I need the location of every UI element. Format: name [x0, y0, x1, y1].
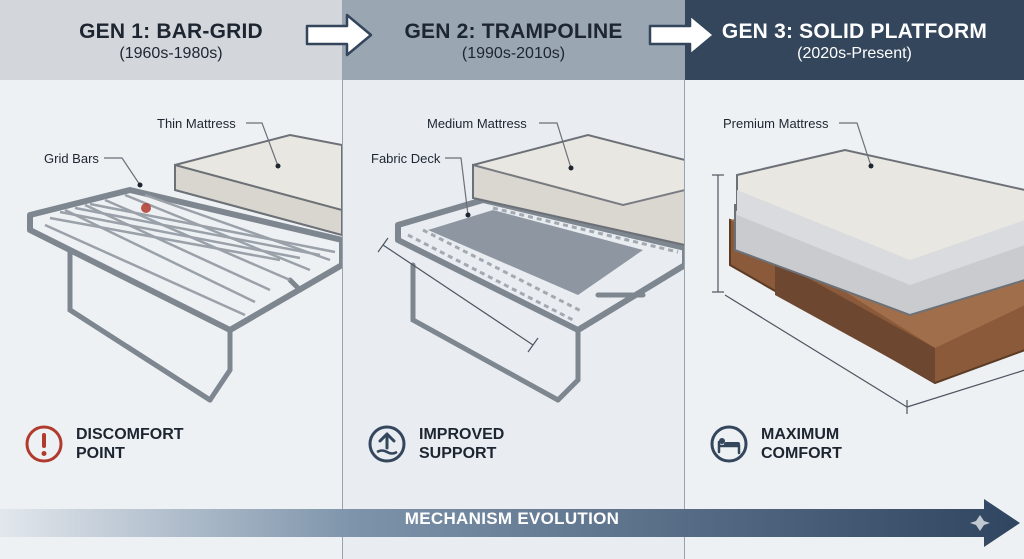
- gen2-panel: GEN 2: TRAMPOLINE (1990s-2010s): [342, 0, 685, 559]
- gen1-panel: GEN 1: BAR-GRID (1960s-1980s): [0, 0, 342, 559]
- gen2-deck-label: Fabric Deck: [371, 151, 441, 166]
- gen1-badge: DISCOMFORT POINT: [24, 424, 196, 464]
- gen2-period: (1990s-2010s): [461, 45, 566, 62]
- warning-icon: [25, 425, 63, 463]
- gen2-header: GEN 2: TRAMPOLINE (1990s-2010s): [343, 0, 684, 80]
- gen1-badge-text: DISCOMFORT POINT: [76, 426, 184, 462]
- solid-platform-bed-illustration: [712, 122, 1024, 414]
- gen1-header: GEN 1: BAR-GRID (1960s-1980s): [0, 0, 342, 80]
- gen1-title: GEN 1: BAR-GRID: [79, 20, 263, 43]
- gen1-period: (1960s-1980s): [119, 45, 223, 62]
- gen3-title: GEN 3: SOLID PLATFORM: [721, 20, 988, 43]
- support-arrow-icon: [368, 425, 406, 463]
- gen3-header: GEN 3: SOLID PLATFORM (2020s-Present): [685, 0, 1024, 80]
- transition-arrow-2: [648, 13, 716, 57]
- gen1-deck-label: Grid Bars: [44, 151, 99, 166]
- gen3-badge: MAXIMUM COMFORT: [709, 424, 881, 464]
- gen2-title: GEN 2: TRAMPOLINE: [404, 20, 623, 43]
- trampoline-bed-illustration: [377, 122, 685, 403]
- gen3-panel: GEN 3: SOLID PLATFORM (2020s-Present) Pr…: [684, 0, 1024, 559]
- bar-grid-bed-illustration: [27, 122, 342, 403]
- gen2-badge: IMPROVED SUPPORT: [367, 424, 539, 464]
- gen3-badge-text: MAXIMUM COMFORT: [761, 426, 842, 462]
- evolution-label: MECHANISM EVOLUTION: [404, 509, 620, 528]
- gen3-mattress-label: Premium Mattress: [723, 116, 829, 131]
- bed-icon: [710, 425, 748, 463]
- evolution-arrow: [0, 499, 1020, 547]
- gen2-badge-text: IMPROVED SUPPORT: [419, 426, 505, 462]
- gen1-mattress-label: Thin Mattress: [157, 116, 236, 131]
- transition-arrow-1: [305, 13, 373, 57]
- gen2-mattress-label: Medium Mattress: [427, 116, 527, 131]
- gen3-period: (2020s-Present): [797, 45, 912, 62]
